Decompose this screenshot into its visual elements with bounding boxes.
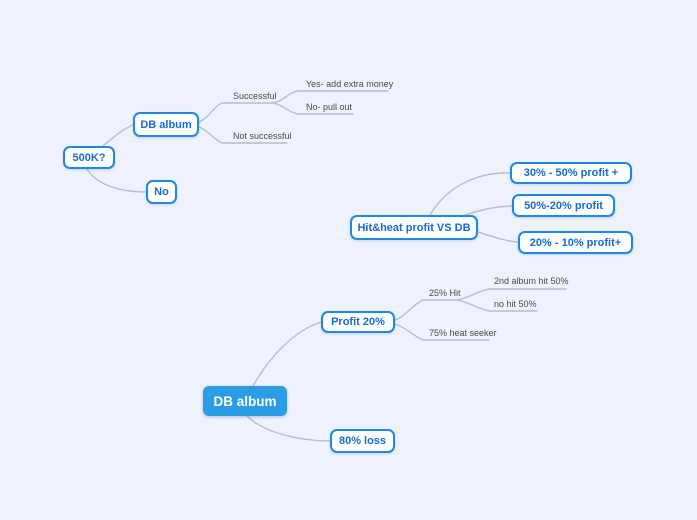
topic-75-heat-seeker[interactable]: 75% heat seeker (429, 328, 497, 338)
topic-80-loss[interactable]: 80% loss (330, 429, 395, 453)
topic-profit-20[interactable]: Profit 20% (321, 311, 395, 333)
topic-25-hit[interactable]: 25% Hit (429, 288, 461, 298)
topic-no-hit-50[interactable]: no hit 50% (494, 299, 537, 309)
topic-50-20-profit[interactable]: 50%-20% profit (512, 194, 615, 217)
topic-yes-add-extra-money[interactable]: Yes- add extra money (306, 79, 394, 89)
topic-no[interactable]: No (146, 180, 177, 204)
topic-db-album-main[interactable]: DB album (203, 386, 287, 416)
topic-successful[interactable]: Successful (233, 91, 277, 101)
topic-500k[interactable]: 500K? (63, 146, 115, 169)
topic-not-successful[interactable]: Not successful (233, 131, 292, 141)
topic-hit-heat-profit-vs-db[interactable]: Hit&heat profit VS DB (350, 215, 478, 240)
topic-20-10-profit[interactable]: 20% - 10% profit+ (518, 231, 633, 254)
topic-2nd-album-hit-50[interactable]: 2nd album hit 50% (494, 276, 569, 286)
topic-30-50-profit[interactable]: 30% - 50% profit + (510, 162, 632, 184)
topic-no-pull-out[interactable]: No- pull out (306, 102, 353, 112)
topic-db-album-top[interactable]: DB album (133, 112, 199, 137)
